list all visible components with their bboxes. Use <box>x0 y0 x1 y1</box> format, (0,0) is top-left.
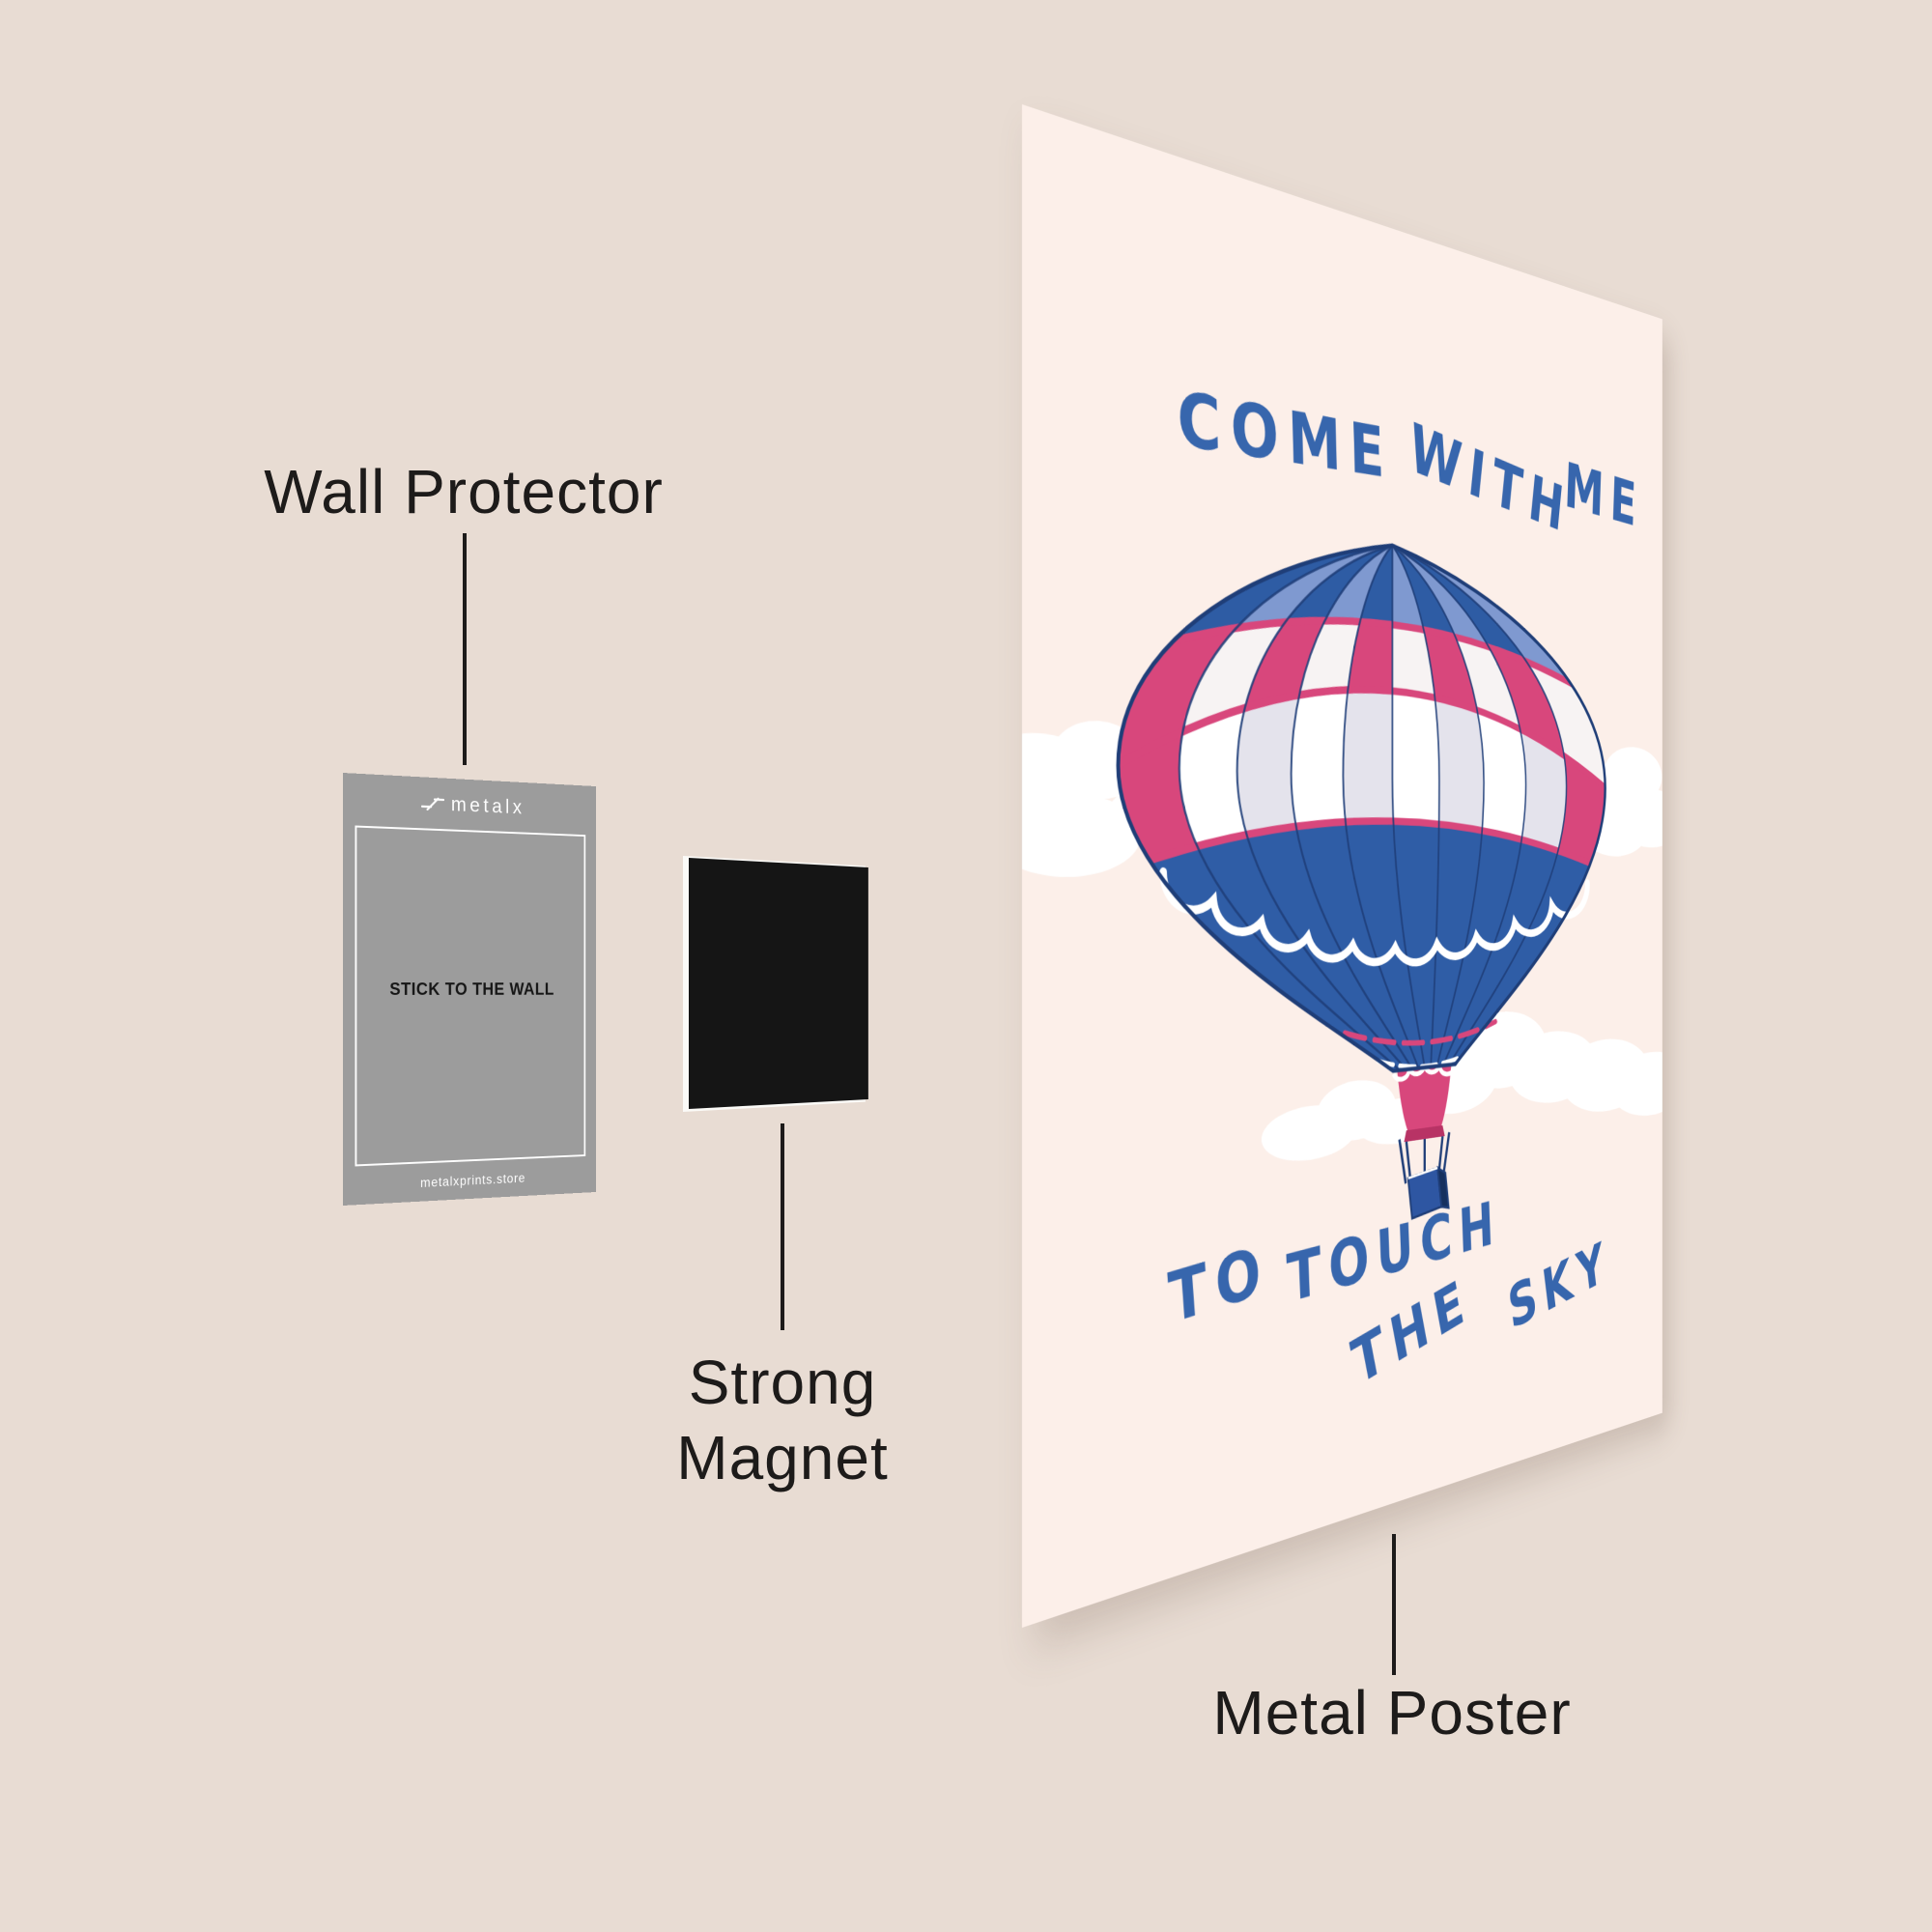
wall-protector-callout-line <box>463 533 467 765</box>
wall-protector-label: Wall Protector <box>264 457 664 526</box>
strong-magnet-label-line1: Strong <box>688 1348 877 1417</box>
hot-air-balloon-illustration <box>1103 497 1615 1276</box>
poster-callout-line <box>1392 1534 1396 1675</box>
poster-bottom-word-sky: SKY <box>1505 1228 1613 1343</box>
magnet-callout-line <box>781 1123 784 1330</box>
metalx-logo: metalx <box>343 788 596 823</box>
metalx-logo-icon <box>421 795 444 813</box>
metal-poster-label: Metal Poster <box>1212 1678 1572 1747</box>
cloud-left <box>1022 717 1175 878</box>
poster-bottom-word-to: TO <box>1166 1230 1271 1340</box>
poster-title-word-come: COME <box>1176 374 1393 495</box>
card-footer-text: metalxprints.store <box>420 1171 526 1190</box>
wall-protector-card: metalx STICK TO THE WALL metalxprints.st… <box>343 773 597 1206</box>
metalx-logo-text: metalx <box>450 793 526 819</box>
metal-poster: COME WITH ME TO TOUCH THE SKY <box>1022 104 1662 1628</box>
strong-magnet-label-line2: Magnet <box>676 1423 889 1492</box>
strong-magnet <box>689 858 868 1109</box>
poster-title-word-me: ME <box>1563 448 1643 542</box>
card-center-text: STICK TO THE WALL <box>389 980 554 999</box>
poster-artwork: COME WITH ME TO TOUCH THE SKY <box>1022 374 1662 1401</box>
strong-magnet-label: Strong Magnet <box>541 1345 1024 1495</box>
poster-title-word-with: WITH <box>1406 408 1573 548</box>
